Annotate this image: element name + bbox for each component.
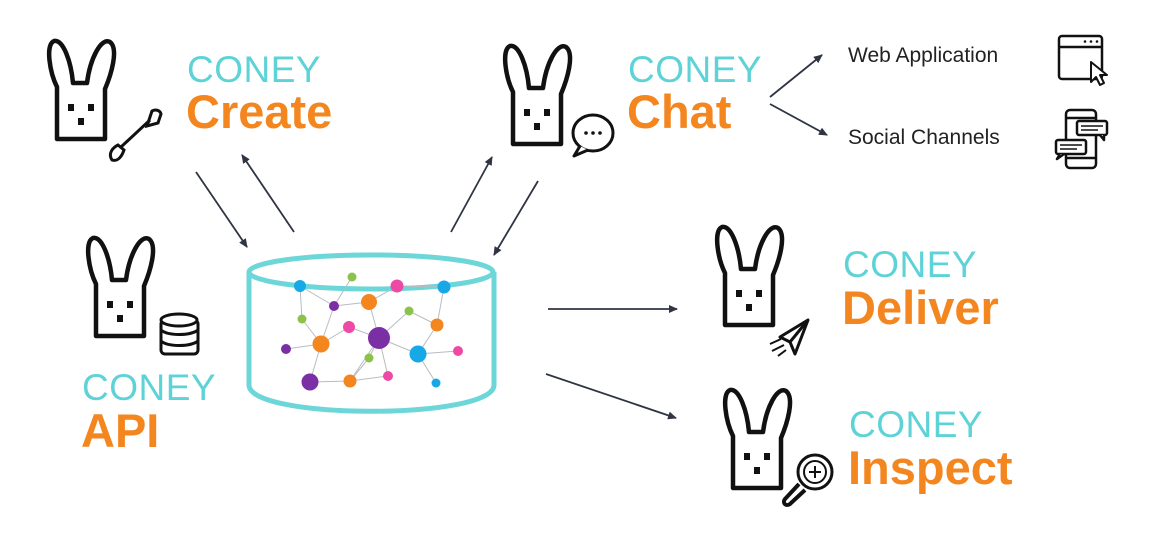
browser-window-icon <box>1057 34 1108 86</box>
inspect-product-label: Inspect <box>848 441 1013 494</box>
arrow-db-to-chat <box>450 156 493 233</box>
deliver-product-label: Deliver <box>842 281 999 334</box>
deliver-brand-label: CONEY <box>843 244 978 285</box>
paper-plane-icon <box>769 318 810 357</box>
chat-brand-label: CONEY <box>628 49 763 90</box>
create-product-label: Create <box>186 85 333 138</box>
inspect-brand-label: CONEY <box>849 404 984 445</box>
api-brand-label: CONEY <box>82 367 217 408</box>
database-stack-icon <box>159 312 200 356</box>
bunny-api <box>88 238 153 336</box>
graph-nodes <box>281 272 463 391</box>
arrow-db-to-inspect <box>545 373 677 420</box>
speech-bubble-icon <box>571 113 615 158</box>
channel-social-label: Social Channels <box>848 126 1000 149</box>
flow-arrows <box>195 54 828 420</box>
phone-chat-icon <box>1054 108 1109 170</box>
bunny-inspect <box>725 390 790 488</box>
create-brand-label: CONEY <box>187 49 322 90</box>
paintbrush-icon <box>108 108 163 162</box>
channel-web-label: Web Application <box>848 44 999 67</box>
arrow-create-to-db <box>195 171 248 248</box>
api-product-label: API <box>81 404 160 457</box>
bunny-create <box>49 41 114 139</box>
arrow-chat-to-web <box>769 54 823 98</box>
magnifier-plus-icon <box>781 453 834 508</box>
arrow-db-to-create <box>241 154 295 233</box>
chat-product-label: Chat <box>627 85 732 138</box>
arrow-chat-to-db <box>493 180 539 256</box>
bunny-chat <box>505 46 570 144</box>
knowledge-graph-database-icon <box>246 252 497 414</box>
bunny-deliver <box>717 227 782 325</box>
arrow-chat-to-social <box>769 103 828 136</box>
